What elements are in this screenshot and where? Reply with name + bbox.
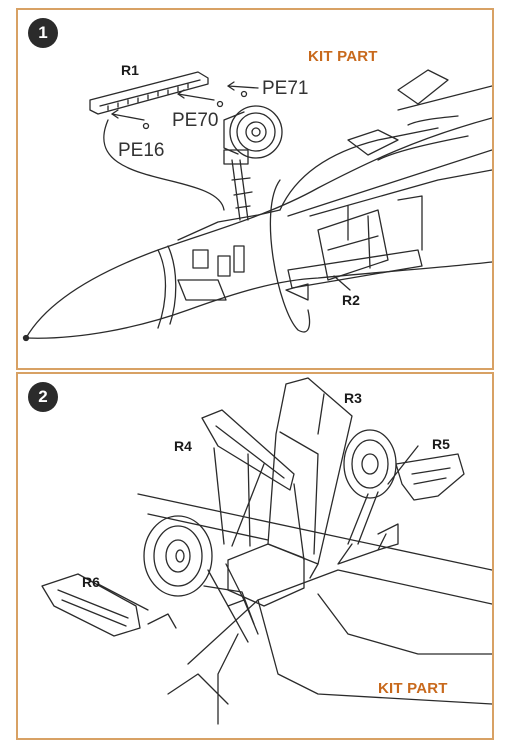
label-r2: R2 xyxy=(342,292,360,308)
step-1-panel: 1 KIT PART R1 PE71 PE70 PE16 R2 xyxy=(16,8,494,370)
label-r4: R4 xyxy=(174,438,192,454)
arrow-pe71 xyxy=(227,85,259,89)
arrow-pe16 xyxy=(111,113,145,121)
step-2-panel: 2 R3 R4 R5 R6 KIT PART xyxy=(16,372,494,740)
gear-strut xyxy=(231,159,241,221)
step-1-drawing xyxy=(22,69,492,342)
radome-line xyxy=(157,249,167,329)
step-number-badge: 2 xyxy=(28,382,58,412)
guide-line-left xyxy=(103,119,225,211)
part-r3 xyxy=(267,377,353,565)
label-r1: R1 xyxy=(121,62,139,78)
step-number: 1 xyxy=(38,23,48,42)
part-r4 xyxy=(201,409,295,491)
right-wheel xyxy=(343,429,397,499)
part-r1 xyxy=(89,71,209,115)
label-r5: R5 xyxy=(432,436,450,452)
step-number: 2 xyxy=(38,387,48,406)
kit-part-label: KIT PART xyxy=(378,680,448,697)
kit-part-label: KIT PART xyxy=(308,48,378,65)
guide-line-right xyxy=(269,179,311,333)
part-r5 xyxy=(395,453,465,501)
label-r3: R3 xyxy=(344,390,362,406)
label-pe71: PE71 xyxy=(262,78,309,99)
step-number-badge: 1 xyxy=(28,18,58,48)
label-pe16: PE16 xyxy=(118,140,165,161)
label-r6: R6 xyxy=(82,574,100,590)
left-wheel xyxy=(143,515,213,597)
door-r2 xyxy=(287,249,423,289)
fuselage-outline xyxy=(25,117,492,339)
wheel-outer xyxy=(229,105,283,159)
step-2-drawing xyxy=(41,377,492,725)
label-pe70: PE70 xyxy=(172,110,219,131)
arrow-pe70 xyxy=(177,93,215,101)
part-r6 xyxy=(41,573,141,637)
